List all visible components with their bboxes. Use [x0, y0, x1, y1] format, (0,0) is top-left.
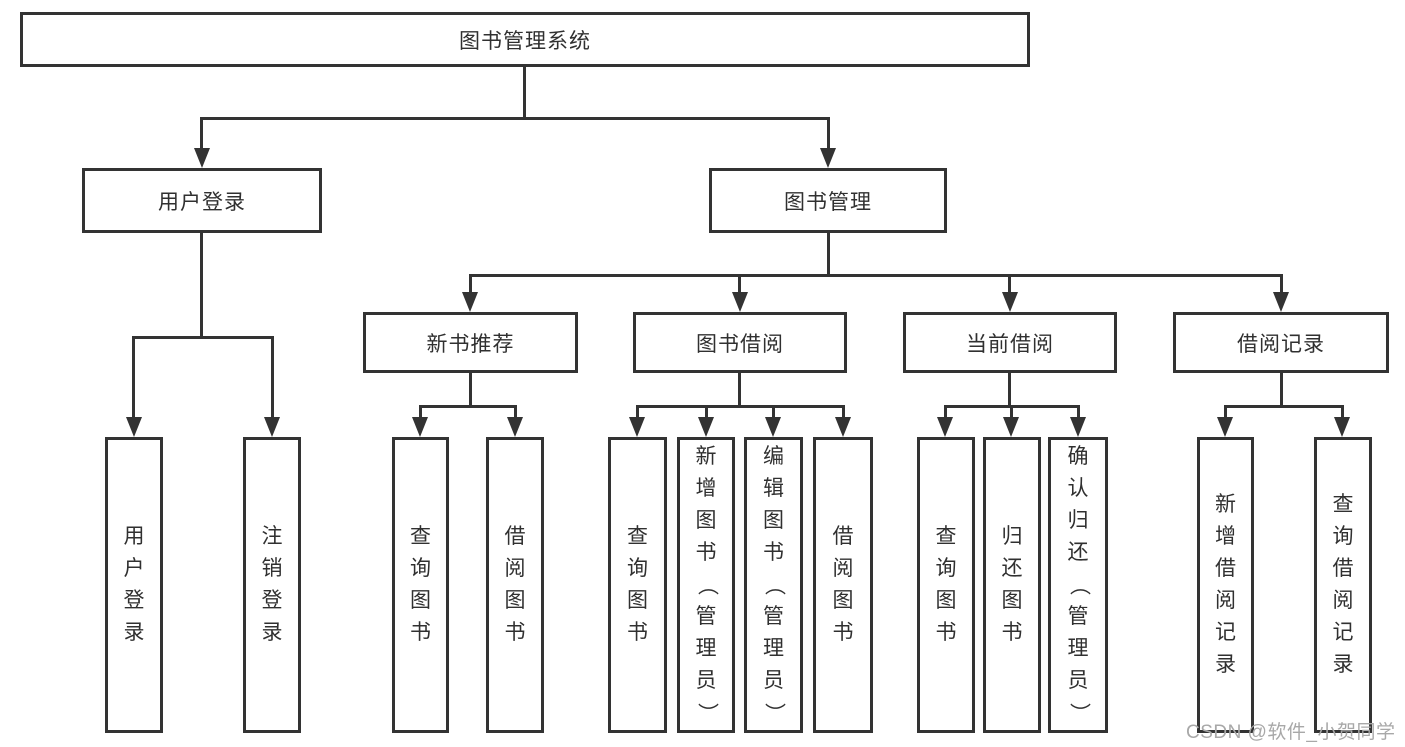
leaf-bb-edit-label: 编辑图书（管理员）	[762, 445, 786, 724]
leaf-bb-add: 新增图书（管理员）	[677, 437, 735, 733]
connector-shaft	[1280, 274, 1283, 295]
leaf-bb-query: 查询图书	[608, 437, 667, 733]
leaf-cb-query-label: 查询图书	[935, 525, 957, 644]
arrow-down-icon	[937, 417, 953, 437]
connector-shaft	[1008, 274, 1011, 295]
arrow-down-icon	[765, 417, 781, 437]
arrow-down-icon	[732, 292, 748, 312]
leaf-br-query: 查询借阅记录	[1314, 437, 1372, 733]
node-book-mgmt: 图书管理	[709, 168, 947, 233]
arrow-down-icon	[194, 148, 210, 168]
leaf-cb-return: 归还图书	[983, 437, 1041, 733]
connector-bookborrow-bar	[636, 405, 845, 408]
node-borrow-record-label: 借阅记录	[1237, 332, 1325, 356]
node-book-borrow: 图书借阅	[633, 312, 847, 373]
arrow-down-icon	[1002, 292, 1018, 312]
arrow-down-icon	[412, 417, 428, 437]
leaf-nb-borrow-label: 借阅图书	[504, 525, 526, 644]
connector-shaft	[132, 336, 135, 420]
leaf-bb-add-label: 新增图书（管理员）	[695, 445, 718, 724]
connector-shaft	[738, 274, 741, 295]
node-book-borrow-label: 图书借阅	[696, 332, 784, 356]
connector-shaft	[827, 117, 830, 151]
leaf-nb-query-label: 查询图书	[410, 525, 431, 644]
leaf-br-add: 新增借阅记录	[1197, 437, 1254, 733]
leaf-nb-query: 查询图书	[392, 437, 449, 733]
leaf-bb-edit: 编辑图书（管理员）	[744, 437, 803, 733]
leaf-bb-query-label: 查询图书	[627, 525, 648, 644]
connector-shaft	[514, 405, 517, 420]
connector-shaft	[1077, 405, 1080, 420]
leaf-logout-label: 注销登录	[261, 525, 283, 644]
node-user-login-label: 用户登录	[158, 190, 246, 214]
node-current-borrow-label: 当前借阅	[966, 332, 1054, 356]
connector-level3-bar	[469, 274, 1283, 277]
node-user-login: 用户登录	[82, 168, 322, 233]
leaf-cb-confirm: 确认归还（管理员）	[1048, 437, 1108, 733]
node-borrow-record: 借阅记录	[1173, 312, 1389, 373]
arrow-down-icon	[126, 417, 142, 437]
arrow-down-icon	[1334, 417, 1350, 437]
leaf-bb-borrow-label: 借阅图书	[832, 525, 854, 644]
connector-borrowrecord-drop	[1280, 373, 1283, 407]
node-root-label: 图书管理系统	[459, 29, 591, 53]
connector-shaft	[772, 405, 775, 420]
leaf-cb-confirm-label: 确认归还（管理员）	[1067, 445, 1090, 724]
node-book-mgmt-label: 图书管理	[784, 190, 872, 214]
connector-level1-bar	[200, 117, 830, 120]
connector-borrowrecord-bar	[1224, 405, 1344, 408]
arrow-down-icon	[698, 417, 714, 437]
node-new-book: 新书推荐	[363, 312, 578, 373]
leaf-user-login: 用户登录	[105, 437, 163, 733]
connector-shaft	[1224, 405, 1227, 420]
connector-shaft	[944, 405, 947, 420]
connector-shaft	[271, 336, 274, 420]
connector-userlogin-bar	[132, 336, 274, 339]
connector-shaft	[1341, 405, 1344, 420]
leaf-user-login-label: 用户登录	[123, 525, 145, 644]
arrow-down-icon	[820, 148, 836, 168]
arrow-down-icon	[507, 417, 523, 437]
csdn-watermark: CSDN @软件_小贺同学	[1186, 722, 1396, 743]
arrow-down-icon	[264, 417, 280, 437]
leaf-cb-query: 查询图书	[917, 437, 975, 733]
connector-shaft	[1010, 405, 1013, 420]
leaf-logout: 注销登录	[243, 437, 301, 733]
arrow-down-icon	[1273, 292, 1289, 312]
connector-newbook-bar	[419, 405, 517, 408]
arrow-down-icon	[1217, 417, 1233, 437]
node-root: 图书管理系统	[20, 12, 1030, 67]
leaf-cb-return-label: 归还图书	[1001, 525, 1023, 644]
arrow-down-icon	[629, 417, 645, 437]
connector-shaft	[636, 405, 639, 420]
connector-userlogin-drop	[200, 233, 203, 339]
connector-shaft	[469, 274, 472, 295]
connector-bookmgmt-drop	[827, 233, 830, 277]
connector-bookborrow-drop	[738, 373, 741, 407]
node-current-borrow: 当前借阅	[903, 312, 1117, 373]
connector-currentborrow-drop	[1008, 373, 1011, 407]
arrow-down-icon	[1003, 417, 1019, 437]
connector-shaft	[419, 405, 422, 420]
arrow-down-icon	[1070, 417, 1086, 437]
node-new-book-label: 新书推荐	[426, 332, 515, 356]
connector-shaft	[705, 405, 708, 420]
connector-newbook-drop	[469, 373, 472, 407]
connector-shaft	[842, 405, 845, 420]
connector-root-drop	[523, 66, 526, 118]
leaf-nb-borrow: 借阅图书	[486, 437, 544, 733]
arrow-down-icon	[462, 292, 478, 312]
leaf-br-query-label: 查询借阅记录	[1332, 493, 1354, 676]
connector-shaft	[200, 117, 203, 151]
leaf-bb-borrow: 借阅图书	[813, 437, 873, 733]
arrow-down-icon	[835, 417, 851, 437]
leaf-br-add-label: 新增借阅记录	[1215, 493, 1236, 676]
